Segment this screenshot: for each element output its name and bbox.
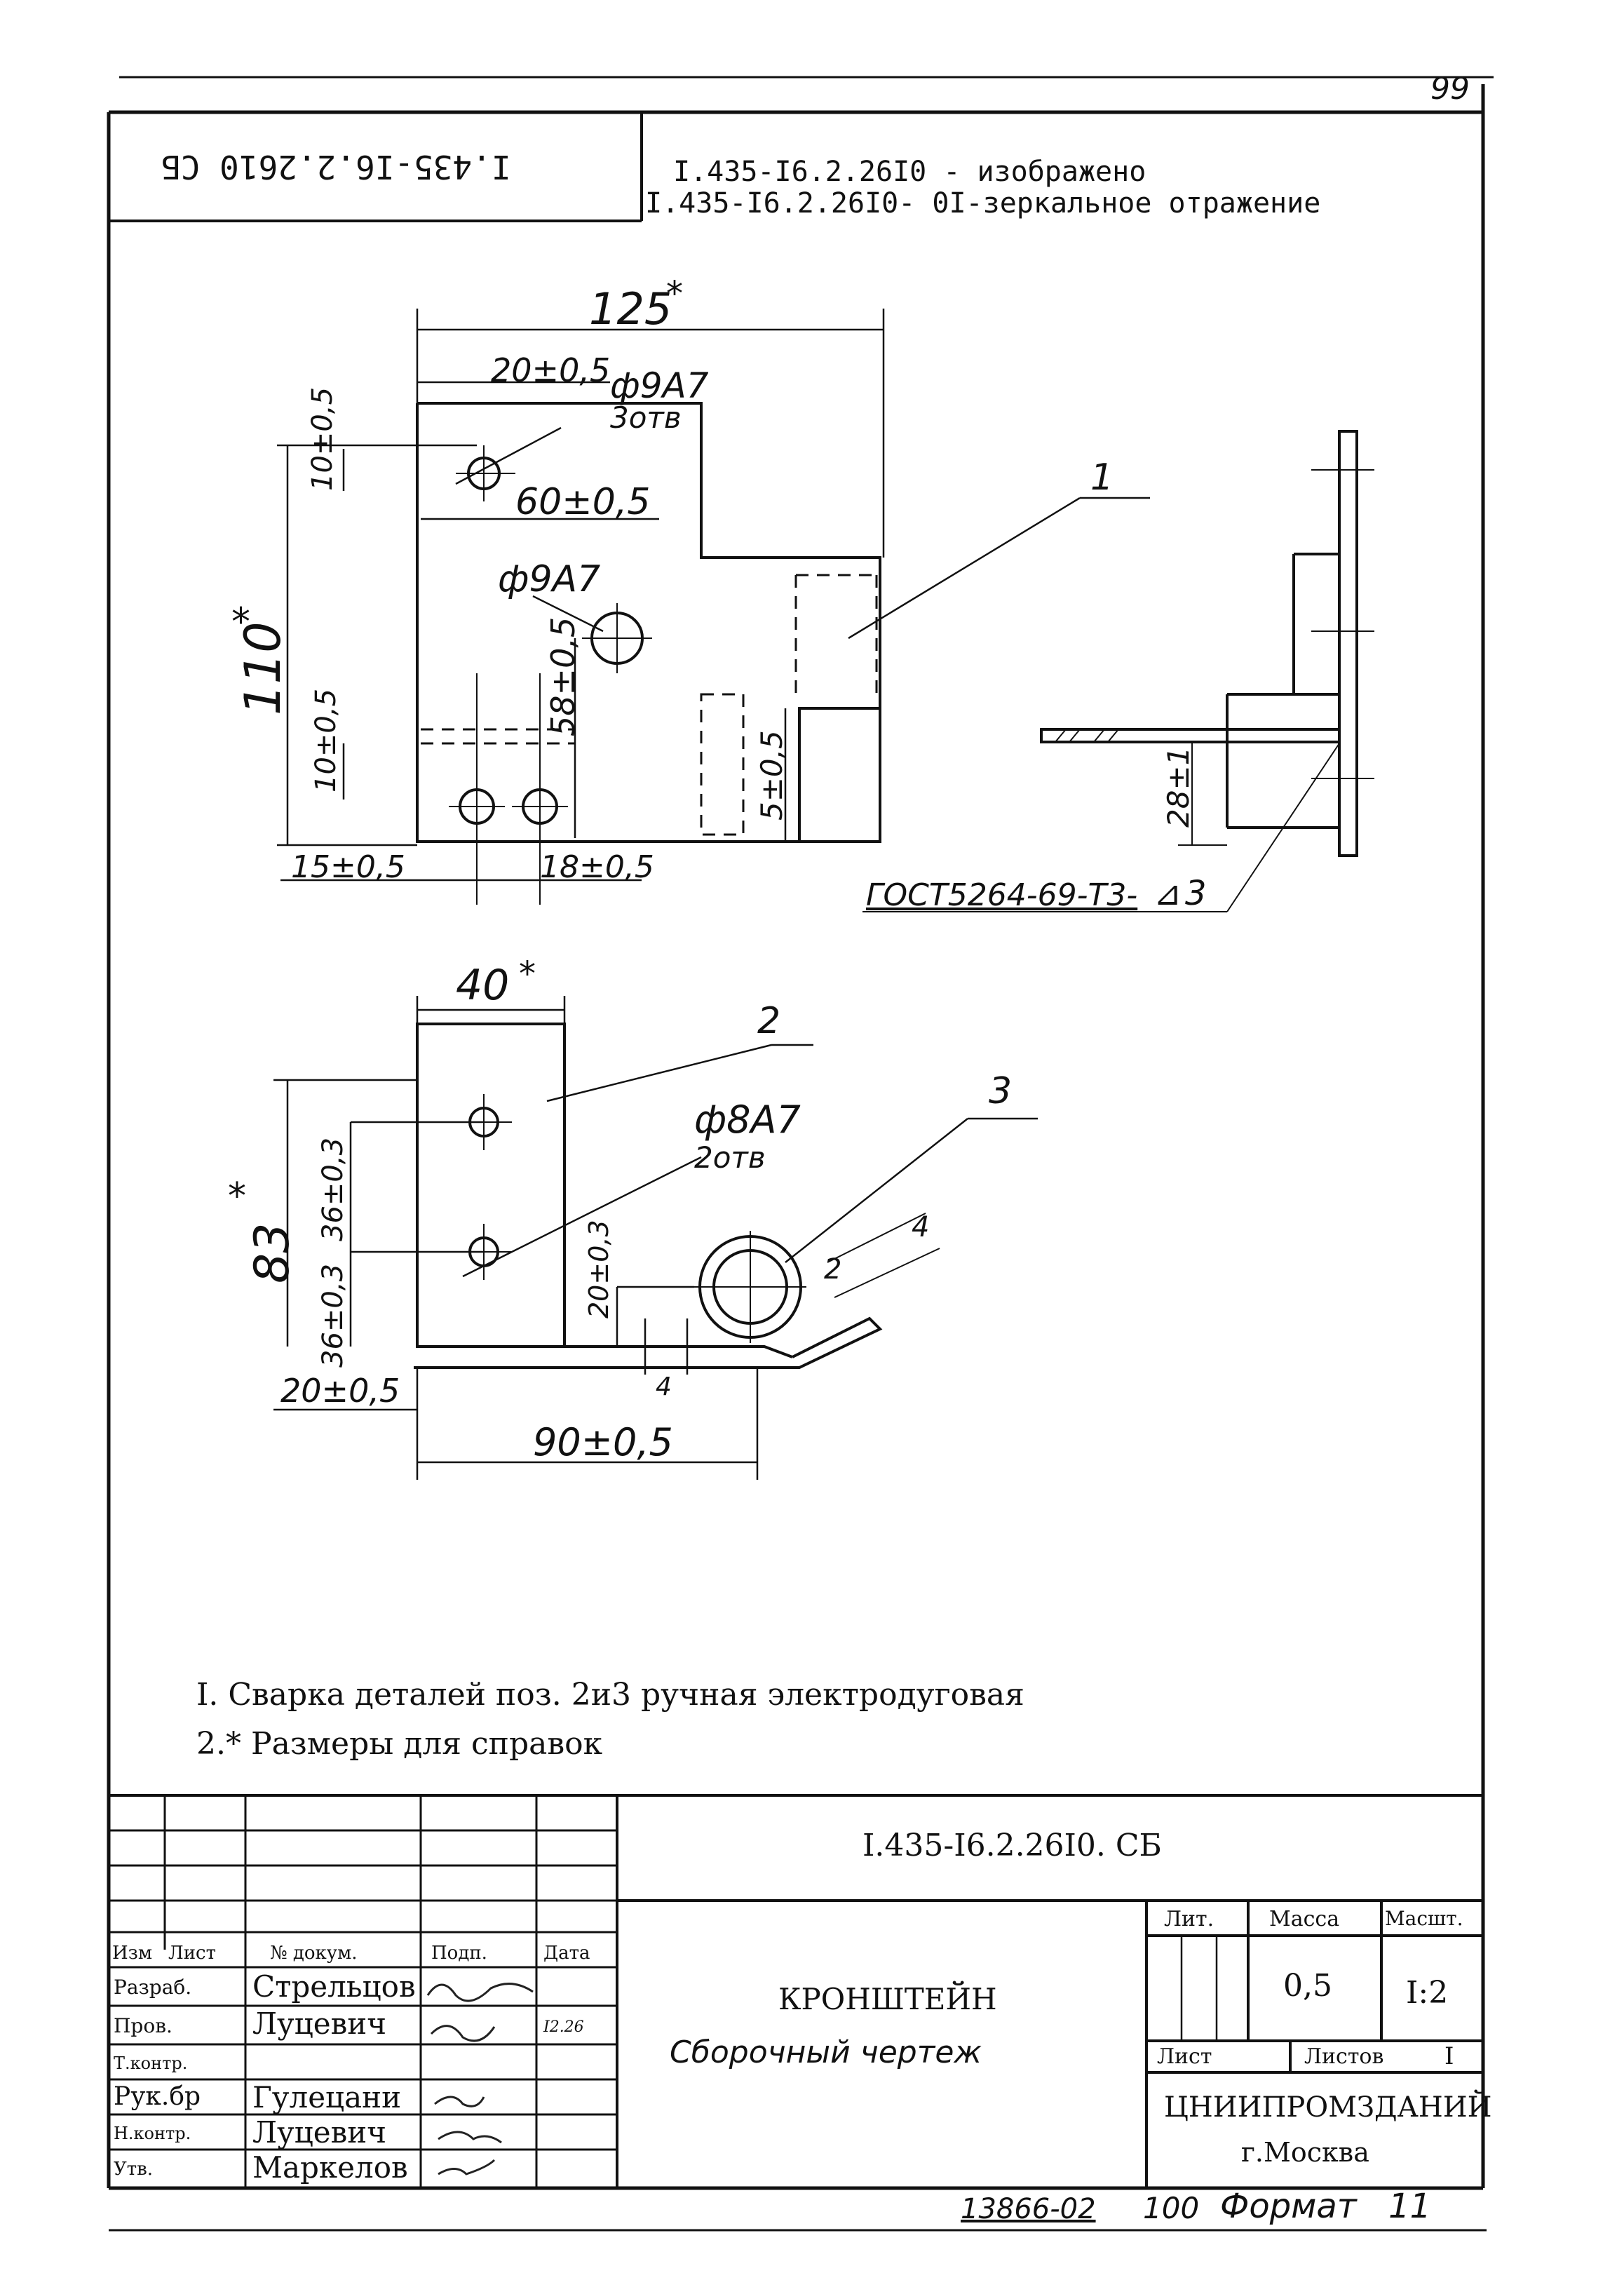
variant-line-2: I.435-I6.2.26I0- 0I-зеркальное отражение bbox=[645, 187, 1321, 220]
name-checker: Луцевич bbox=[252, 2006, 387, 2041]
role-tech-control: Т.контр. bbox=[114, 2053, 188, 2073]
hole-bottom-diameter: ф8А7 bbox=[694, 1098, 801, 1142]
hole-top-count: 3отв bbox=[610, 400, 682, 435]
dim-10-top: 10±0,5 bbox=[306, 386, 339, 491]
dim-20-03: 20±0,3 bbox=[583, 1220, 614, 1318]
weld-leg-size: 3 bbox=[1185, 874, 1207, 913]
sheets-label: Листов bbox=[1304, 2044, 1384, 2069]
dim-4-left: 4 bbox=[656, 1372, 672, 1401]
scale-value: I:2 bbox=[1406, 1975, 1449, 2011]
dim-4-right: 4 bbox=[912, 1211, 930, 1243]
role-developer: Разраб. bbox=[114, 1976, 192, 1999]
date-checker: I2.26 bbox=[543, 2018, 584, 2036]
variant-line-1: I.435-I6.2.26I0 - изображено bbox=[673, 156, 1146, 188]
role-norm-control: Н.контр. bbox=[114, 2124, 191, 2143]
weld-triangle-icon: ⊿ bbox=[1153, 874, 1182, 913]
dim-83: 83 bbox=[245, 1222, 300, 1283]
mass-label: Масса bbox=[1269, 1907, 1340, 1931]
note-1: I. Сварка деталей поз. 2и3 ручная электр… bbox=[196, 1677, 1024, 1713]
rotated-document-code: I.435-I6.2.2610 СБ bbox=[161, 148, 511, 186]
dim-28: 28±1 bbox=[1161, 746, 1196, 828]
dim-10-low: 10±0,5 bbox=[310, 688, 342, 792]
dim-36-low: 36±0,3 bbox=[317, 1263, 349, 1368]
dim-36-top: 36±0,3 bbox=[317, 1137, 349, 1241]
organization-city: г.Москва bbox=[1241, 2137, 1369, 2168]
sheet-label: Лист bbox=[1157, 2044, 1212, 2069]
header-date: Дата bbox=[543, 1943, 590, 1964]
organization-name: ЦНИИПРОМЗДАНИЙ bbox=[1164, 2091, 1492, 2124]
hole-bottom-count: 2отв bbox=[694, 1140, 766, 1175]
page-number: 99 bbox=[1430, 71, 1470, 107]
dim-18: 18±0,5 bbox=[540, 849, 654, 885]
dim-40-star: * bbox=[519, 954, 536, 994]
leader-label-2: 2 bbox=[757, 1000, 781, 1042]
lit-label: Лит. bbox=[1164, 1907, 1214, 1931]
role-checker: Пров. bbox=[114, 2014, 172, 2037]
dim-40: 40 bbox=[456, 961, 510, 1010]
name-approved: Маркелов bbox=[252, 2150, 408, 2185]
header-doc-number: № докум. bbox=[270, 1943, 358, 1964]
mass-value: 0,5 bbox=[1283, 1968, 1332, 2004]
format-label: Формат bbox=[1220, 2187, 1357, 2226]
dim-2: 2 bbox=[824, 1253, 842, 1286]
format-value: 11 bbox=[1388, 2187, 1432, 2226]
dim-90: 90±0,5 bbox=[533, 1420, 673, 1464]
name-norm-control: Луцевич bbox=[252, 2115, 387, 2150]
signature-scribbles bbox=[426, 1983, 534, 2175]
dim-15: 15±0,5 bbox=[291, 849, 405, 885]
header-signature: Подп. bbox=[431, 1943, 487, 1964]
scale-label: Масшт. bbox=[1385, 1907, 1463, 1930]
dim-20: 20±0,5 bbox=[491, 351, 611, 389]
header-list: Лист bbox=[168, 1943, 216, 1964]
dim-width-125: 125 bbox=[589, 283, 672, 335]
dim-5: 5±0,5 bbox=[755, 730, 789, 821]
note-2: 2.* Размеры для справок bbox=[196, 1726, 603, 1762]
hole-mid-diameter: ф9А7 bbox=[498, 558, 601, 600]
hole-top-diameter: ф9А7 bbox=[610, 365, 709, 406]
title-doc-code: I.435-I6.2.26I0. СБ bbox=[862, 1828, 1162, 1863]
dim-83-star: * bbox=[228, 1175, 246, 1217]
role-group-lead: Рук.бр bbox=[114, 2082, 201, 2111]
part-name: КРОНШТЕЙН bbox=[778, 1982, 997, 2016]
role-approved: Утв. bbox=[114, 2159, 154, 2180]
name-developer: Стрельцов bbox=[252, 1969, 416, 2004]
name-group-lead: Гулецани bbox=[252, 2080, 402, 2114]
part-subtitle: Сборочный чертеж bbox=[670, 2035, 982, 2070]
dim-58: 58±0,5 bbox=[544, 616, 582, 736]
header-izm: Изм bbox=[112, 1943, 153, 1964]
inventory-number: 13866-02 bbox=[961, 2193, 1096, 2225]
footer-sheet-number: 100 bbox=[1143, 2191, 1200, 2225]
dim-110-star: * bbox=[231, 600, 250, 644]
weld-standard-note: ГОСТ5264-69-Т3- bbox=[866, 877, 1138, 913]
sheets-value: I bbox=[1444, 2042, 1454, 2070]
dim-20-05: 20±0,5 bbox=[280, 1372, 400, 1410]
leader-label-3: 3 bbox=[989, 1070, 1013, 1112]
leader-label-1: 1 bbox=[1090, 457, 1114, 499]
dim-60: 60±0,5 bbox=[515, 481, 651, 523]
dim-width-125-star: * bbox=[666, 274, 683, 313]
